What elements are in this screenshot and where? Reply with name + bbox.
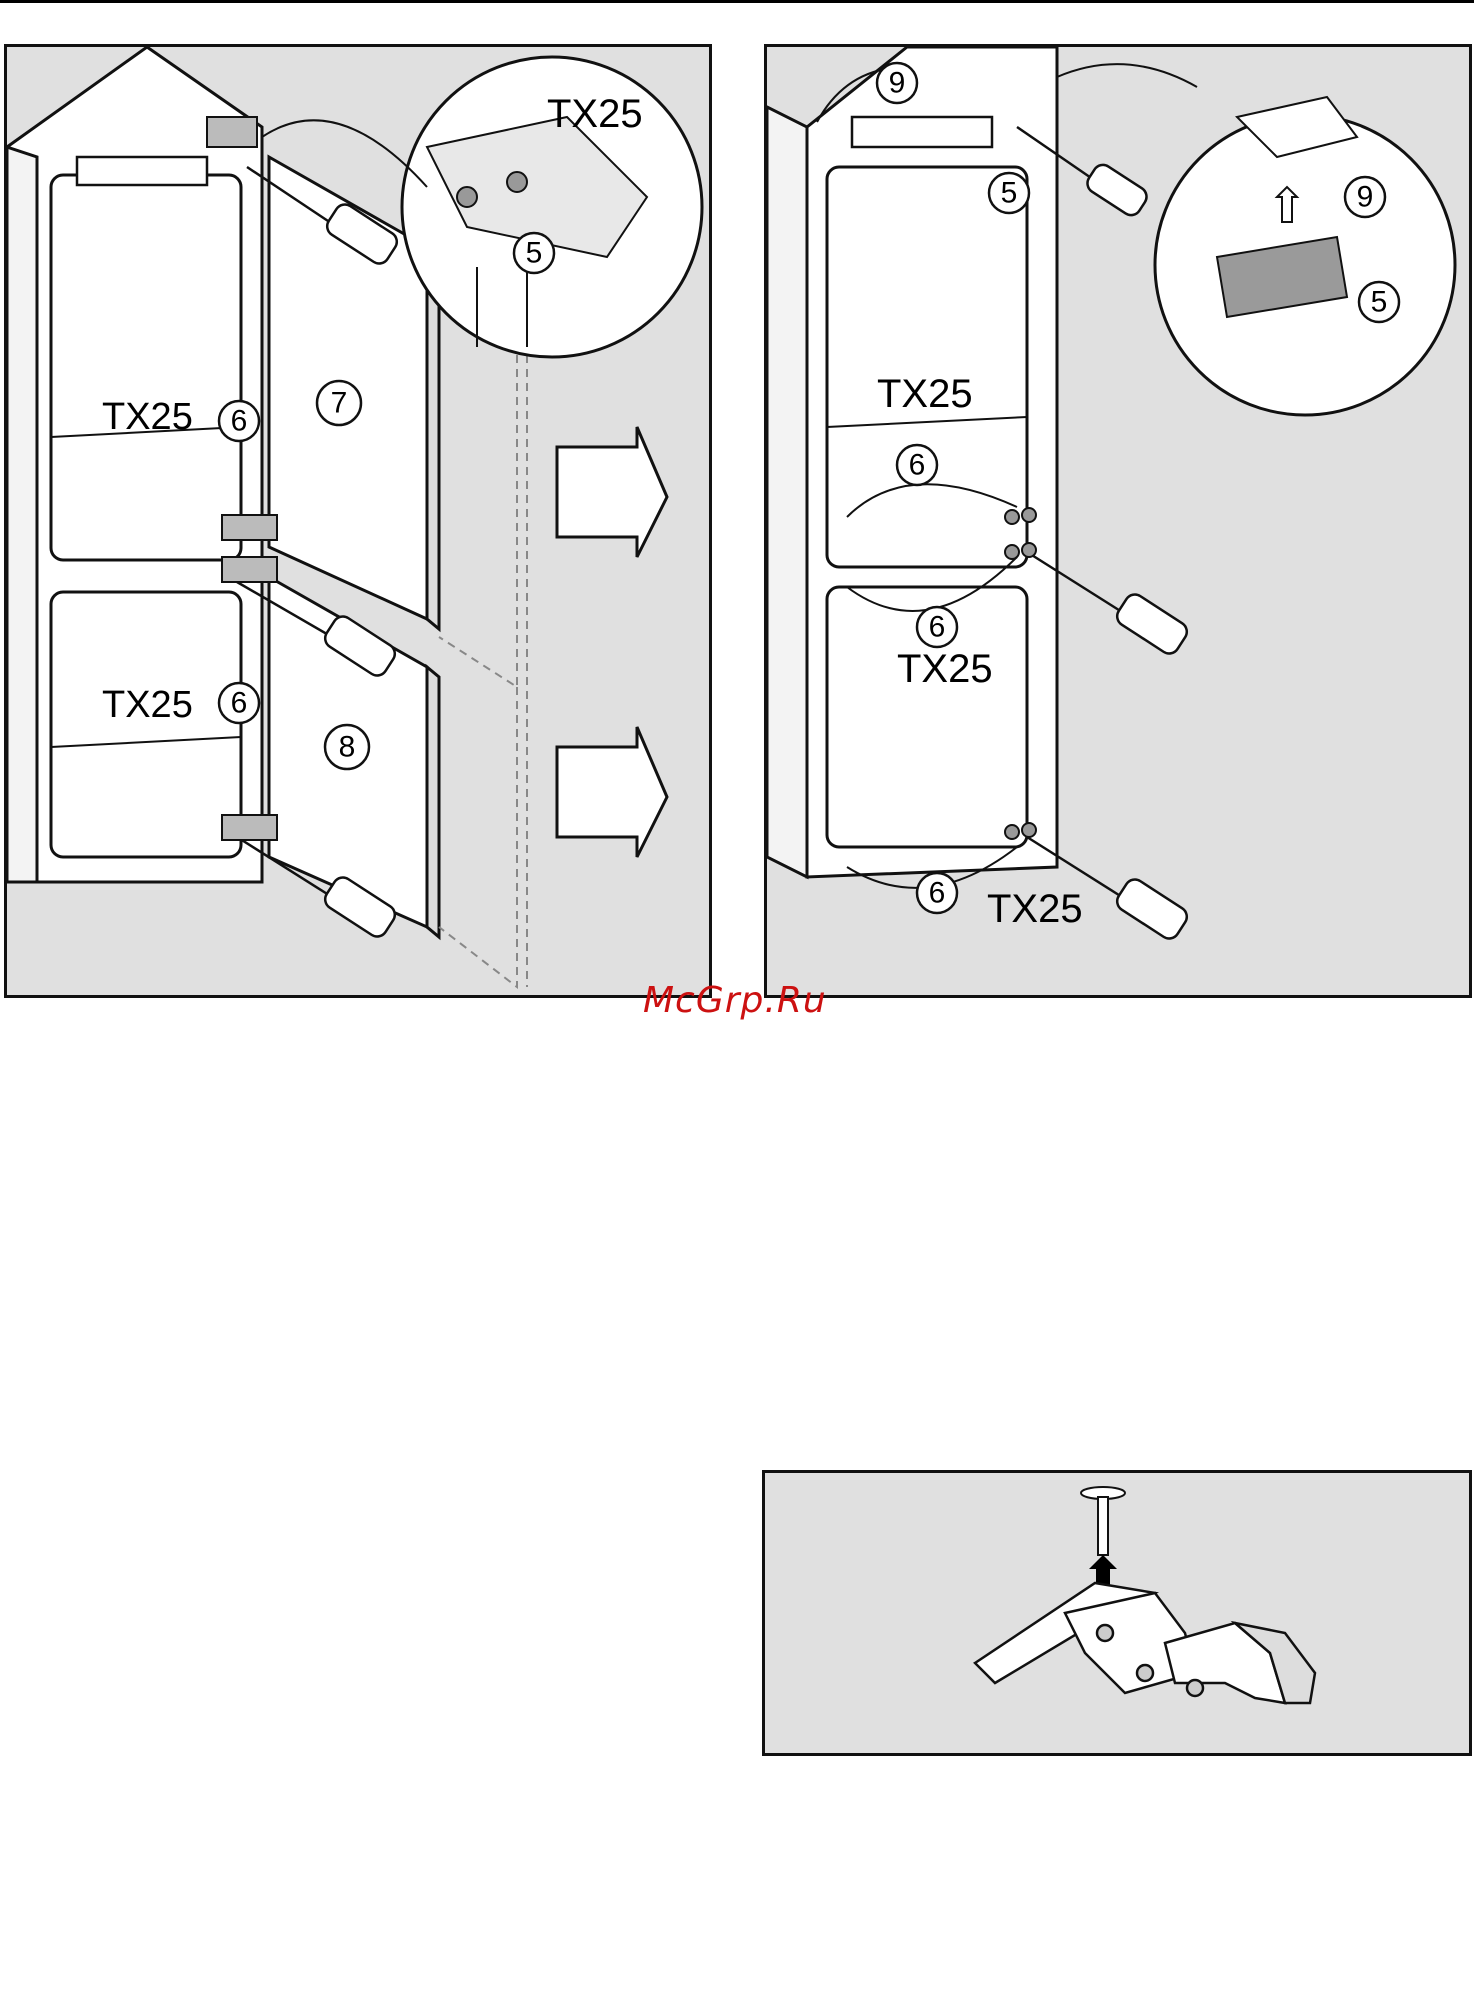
callout-8: 8 [339,731,356,764]
watermark: McGrp.Ru [643,980,827,1021]
figure-remove-doors: TX25 TX25 TX25 5 6 6 7 8 [4,44,712,998]
tool-label-tx25: TX25 [897,647,993,691]
callout-9: 9 [1357,181,1374,214]
tool-label-tx25: TX25 [987,887,1083,931]
callout-6: 6 [929,611,946,644]
callout-6: 6 [231,405,248,438]
figure-move-hinges: TX25 TX25 TX25 9 5 9 5 6 6 6 [764,44,1472,998]
callout-5: 5 [1001,177,1018,210]
figure-hinge-pin [762,1470,1472,1756]
callout-6: 6 [231,687,248,720]
callout-5: 5 [1371,286,1388,319]
tool-label-tx25: TX25 [102,396,193,438]
callout-9: 9 [889,67,906,100]
detail-magnifier-bracket [1155,97,1455,415]
top-rule [0,0,1474,3]
callout-5: 5 [526,237,543,270]
callout-7: 7 [331,387,348,420]
hinge-assembly [975,1583,1315,1703]
up-arrow-icon [1089,1555,1117,1585]
tool-label-tx25: TX25 [877,372,973,416]
hinge-pin [1081,1487,1125,1555]
callout-6: 6 [909,449,926,482]
tool-label-tx25: TX25 [102,684,193,726]
callout-6: 6 [929,877,946,910]
tool-label-tx25: TX25 [547,92,643,136]
